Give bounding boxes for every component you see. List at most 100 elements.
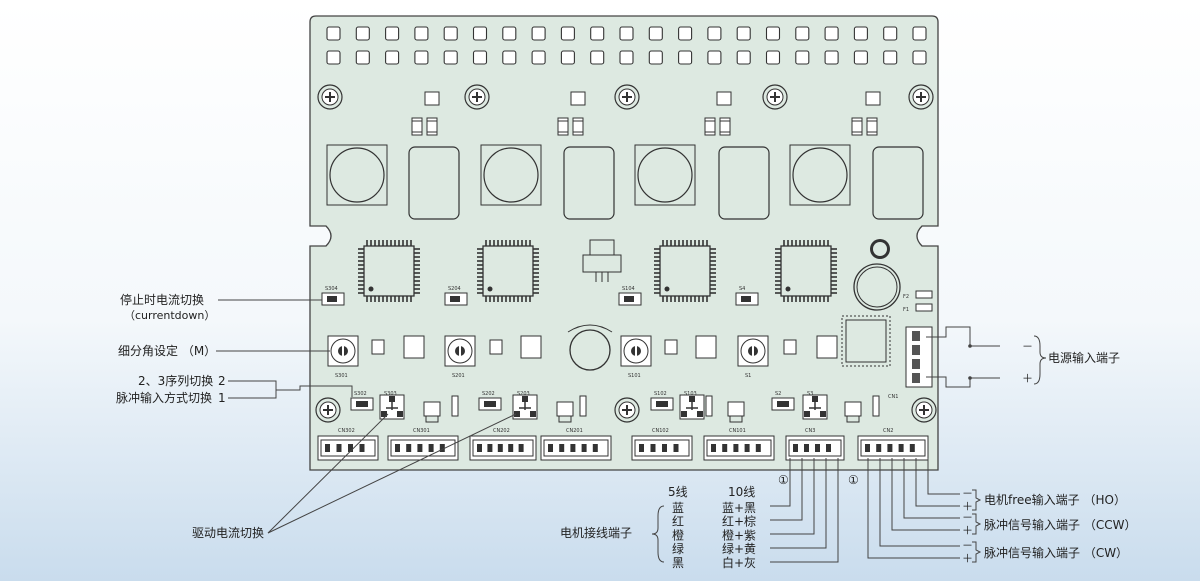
fuse-f1-label: F1 <box>903 307 909 313</box>
slide-switch: S104 <box>618 286 642 306</box>
cn1-label: CN1 <box>888 394 898 400</box>
pulse-mode-num: 1 <box>218 391 226 405</box>
connector: CN2 <box>857 428 929 461</box>
ccw-minus: － <box>962 511 973 524</box>
stop-current-label: 停止时电流切换 <box>120 292 204 307</box>
dip-switch: S302 <box>350 391 374 411</box>
pad <box>443 50 458 65</box>
connector-label: CN3 <box>805 428 815 434</box>
motor-col-5: 5线 <box>668 485 688 499</box>
cw-minus: － <box>962 539 973 552</box>
sequence-num: 2 <box>218 374 226 388</box>
motor-wire-list: 蓝蓝+黑红红+棕橙橙+紫绿绿+黄黑白+灰 <box>672 501 756 570</box>
small-components <box>411 91 881 136</box>
pad <box>502 50 517 65</box>
pad <box>678 26 693 41</box>
pad <box>912 26 927 41</box>
slide-switch-label: S304 <box>325 286 338 292</box>
connector: CN3 <box>785 428 845 461</box>
connector: CN301 <box>387 428 459 461</box>
pad <box>502 26 517 41</box>
pulse-mode-label: 脉冲输入方式切换 <box>116 390 212 405</box>
connector: CN202 <box>469 428 537 461</box>
ho-minus: － <box>962 487 973 500</box>
mounting-screws <box>315 84 937 423</box>
rotary-switch: S101 <box>620 335 652 379</box>
wire-10-label: 白+灰 <box>722 555 756 570</box>
pad <box>795 26 810 41</box>
dip-label: S2 <box>775 391 781 397</box>
pad <box>824 50 839 65</box>
connector: CN302 <box>317 428 379 461</box>
pad <box>472 26 488 41</box>
top-pad-rows <box>326 26 927 65</box>
power-leaders <box>926 326 1047 388</box>
ho-label: 电机free输入端子 （HO） <box>984 492 1126 507</box>
dip-label: S202 <box>482 391 495 397</box>
pad <box>736 50 751 65</box>
pad <box>912 50 927 65</box>
cn3-pin1-mark: ① <box>778 473 789 487</box>
dip-switch: S3 <box>802 391 828 420</box>
rotary-switch: S301 <box>327 335 359 379</box>
connector-label: CN202 <box>493 428 510 434</box>
pad <box>707 50 722 65</box>
wire-5-label: 橙 <box>672 527 684 542</box>
screw <box>762 84 788 110</box>
qfp-chips <box>358 240 837 302</box>
rotary-switch: S1 <box>737 335 769 379</box>
pad <box>531 50 546 65</box>
power-plus: ＋ <box>1022 372 1033 385</box>
drive-current-label: 驱动电流切换 <box>192 526 264 540</box>
dip-label: S203 <box>517 391 530 397</box>
slide-switch-label: S4 <box>739 286 745 292</box>
pad <box>883 26 898 41</box>
ho-plus: ＋ <box>962 500 973 513</box>
rotary-switch: S201 <box>444 335 476 379</box>
connector: CN102 <box>631 428 693 461</box>
motor-leaders <box>770 458 839 563</box>
pad <box>824 26 839 41</box>
pad <box>853 26 868 41</box>
rotary-label: S101 <box>628 373 641 379</box>
small-ics <box>371 335 838 359</box>
wire-5-label: 红 <box>672 514 684 529</box>
pad <box>560 50 575 65</box>
signal-leaders <box>867 458 982 563</box>
screw <box>911 397 937 423</box>
slide-switch: S204 <box>444 286 468 306</box>
screw <box>908 84 934 110</box>
pad <box>385 26 400 41</box>
qfp <box>358 240 420 302</box>
slide-switch: S4 <box>735 286 759 306</box>
wire-5-label: 绿 <box>672 541 684 556</box>
drive-current-leader-2 <box>267 413 517 534</box>
dip-switch: S303 <box>379 391 405 420</box>
dip-switch: S202 <box>478 391 502 411</box>
connector-label: CN101 <box>729 428 746 434</box>
dip-switch: S2 <box>771 391 795 411</box>
screw <box>614 397 640 423</box>
pad <box>707 26 722 41</box>
screw <box>614 84 640 110</box>
pad <box>678 50 693 65</box>
pad <box>648 50 663 65</box>
pad <box>531 26 546 41</box>
connector: CN101 <box>703 428 775 461</box>
pad <box>355 50 370 65</box>
wire-10-label: 橙+紫 <box>722 527 756 542</box>
pad <box>414 50 429 65</box>
drive-current-leader <box>267 413 389 534</box>
screw <box>315 397 341 423</box>
voltage-regulator <box>582 239 622 282</box>
wire-5-label: 蓝 <box>672 501 684 515</box>
pad <box>355 26 370 41</box>
power-minus: － <box>1022 340 1033 353</box>
electrolytic-capacitor <box>853 239 901 311</box>
pad <box>648 26 663 41</box>
qfp <box>654 240 716 302</box>
